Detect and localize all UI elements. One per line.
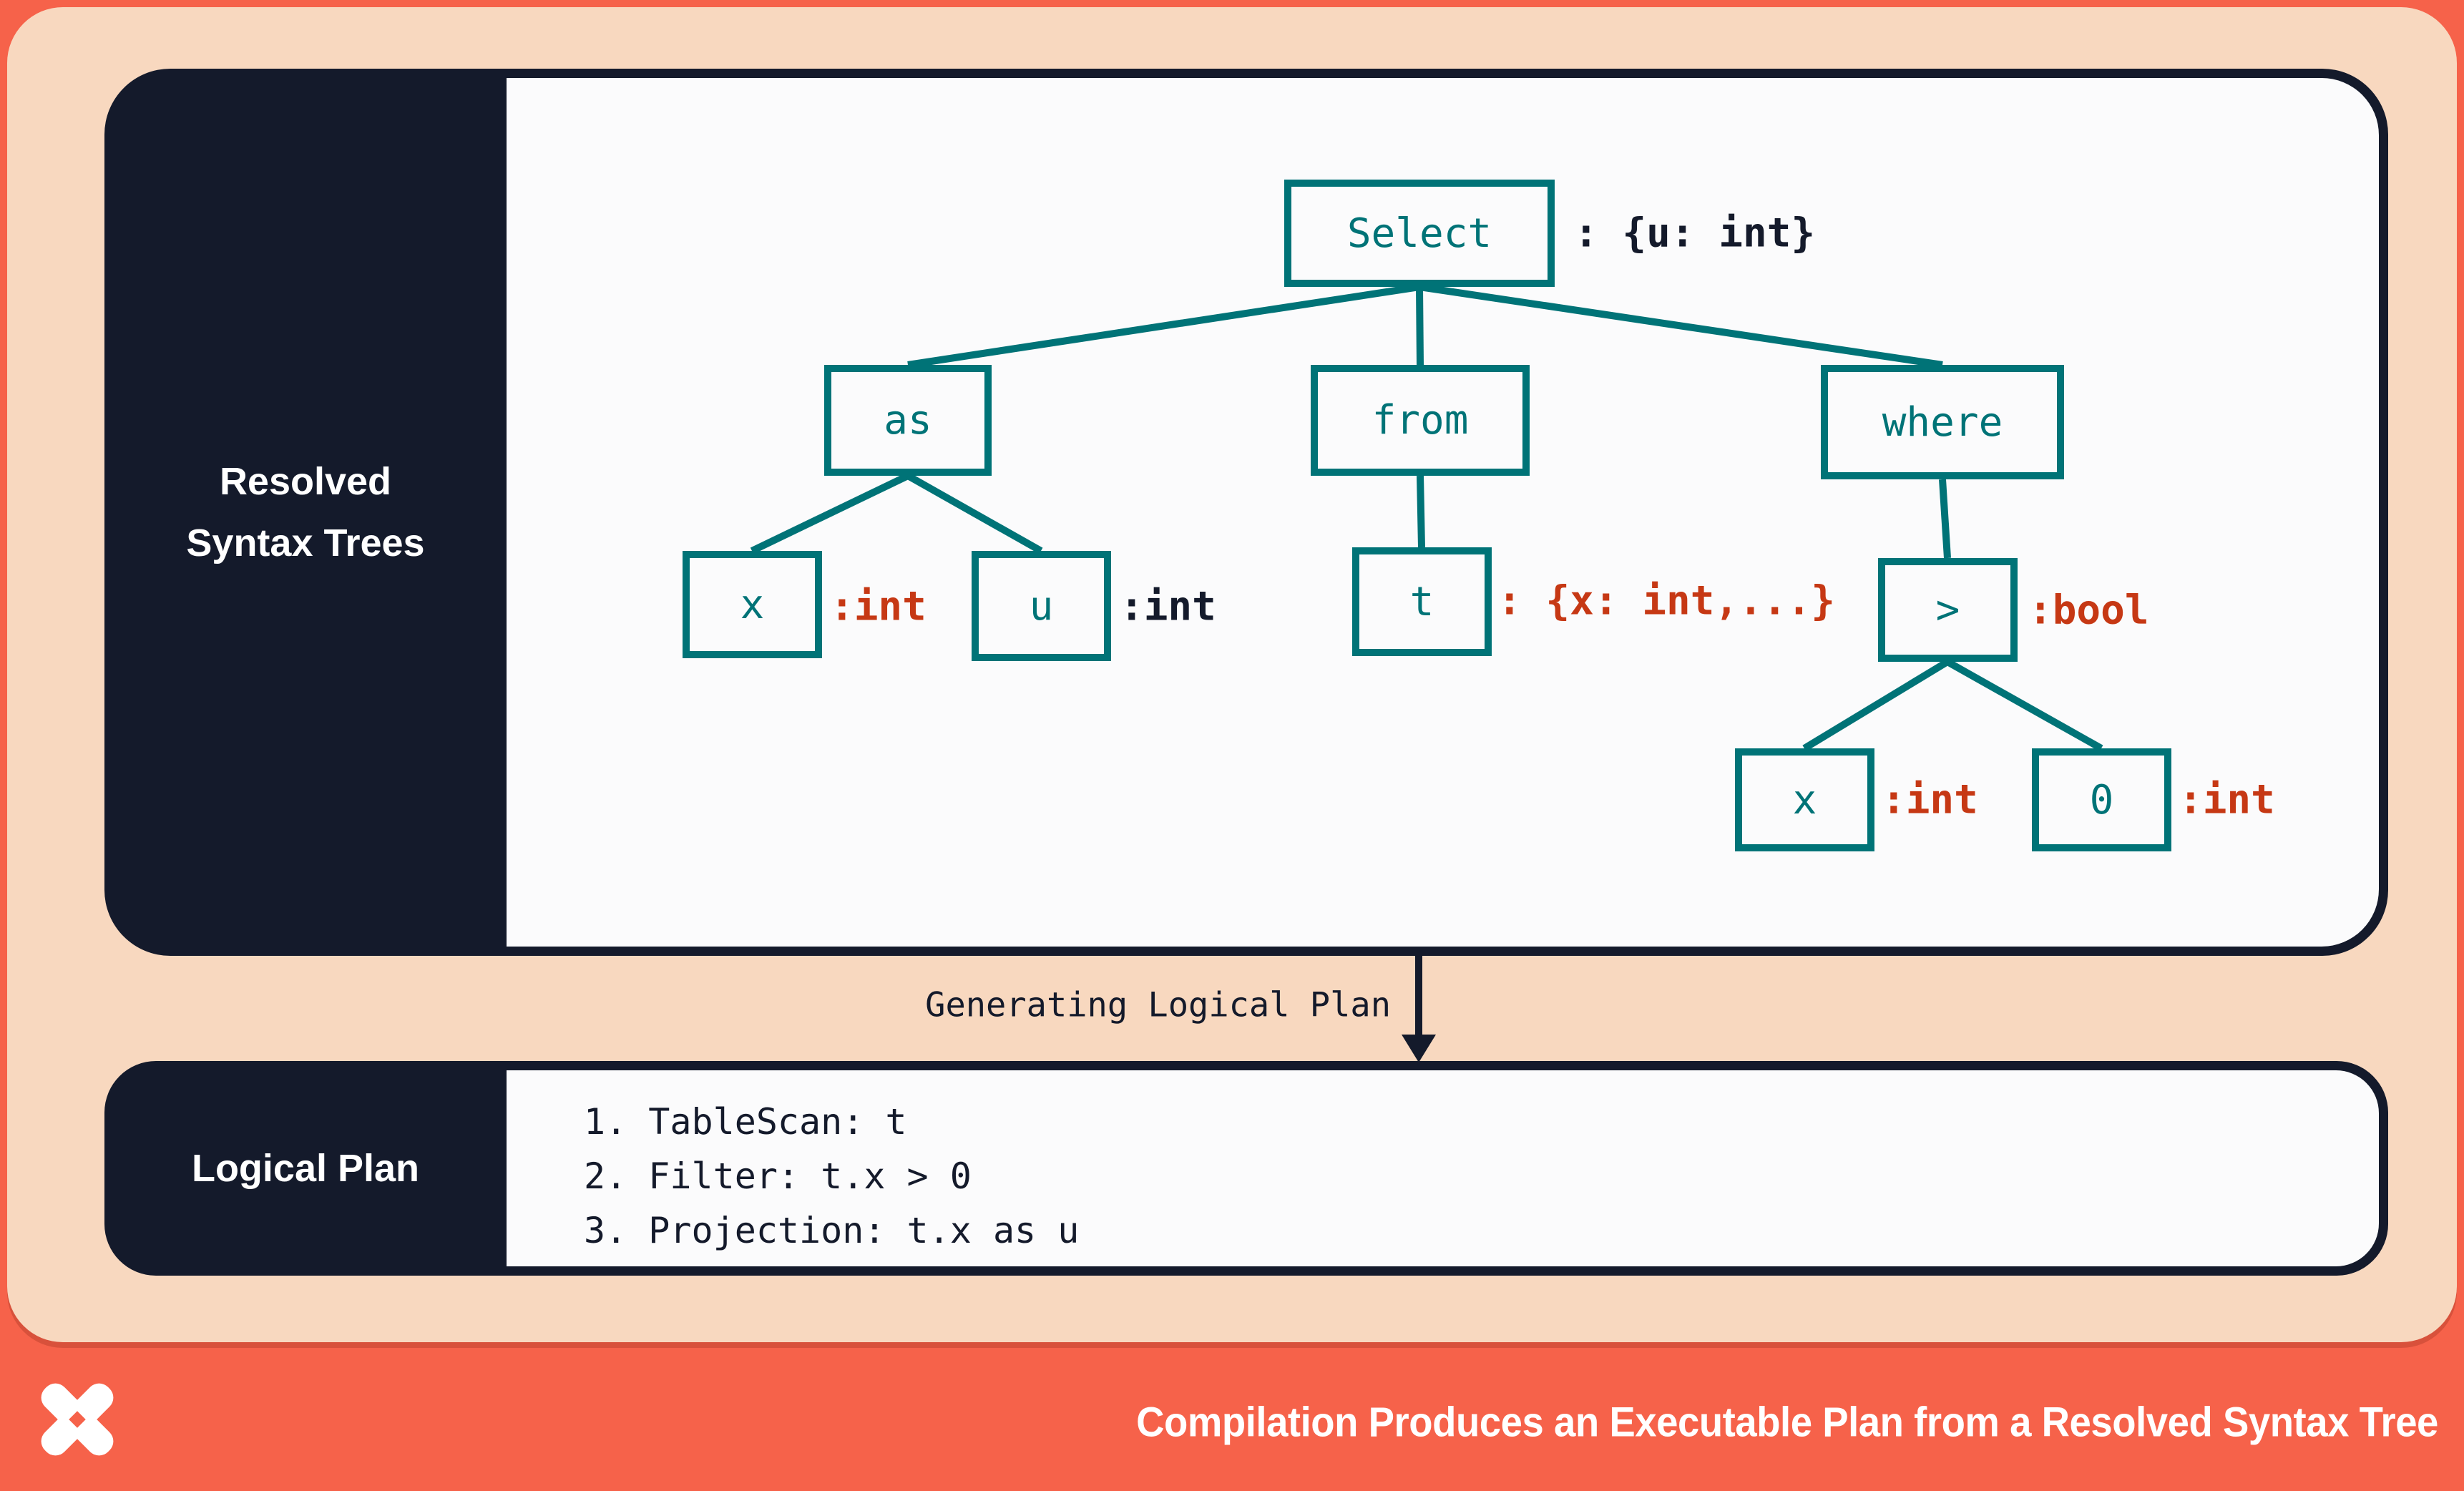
logical-plan-panel: Logical Plan 1. TableScan: t 2. Filter: …	[104, 1061, 2388, 1276]
type-annotation-x-as: :int	[830, 583, 927, 630]
footer-title: Compilation Produces an Executable Plan …	[1136, 1399, 2438, 1446]
tree-node-where-label: where	[1882, 399, 2003, 446]
dozer-pinwheel-logo-icon	[41, 1383, 114, 1456]
tree-node-select-label: Select	[1346, 210, 1492, 257]
type-annotation-greater-than: :bool	[2028, 587, 2149, 634]
resolved-syntax-trees-panel: Resolved Syntax Trees Select : {u: int} …	[104, 69, 2388, 956]
tree-node-where: where	[1821, 365, 2064, 479]
logical-panel-label-text: Logical Plan	[191, 1147, 420, 1190]
logical-panel-label: Logical Plan	[104, 1061, 507, 1276]
logical-plan-content: 1. TableScan: t 2. Filter: t.x > 0 3. Pr…	[507, 1070, 2379, 1266]
tree-edges	[750, 283, 2103, 752]
tree-node-x-where: x	[1735, 748, 1874, 851]
type-annotation-x-where: :int	[1882, 776, 1978, 823]
type-annotation-zero: :int	[2179, 776, 2275, 823]
tree-node-as: as	[824, 365, 992, 476]
logical-plan-step: 2. Filter: t.x > 0	[584, 1155, 972, 1197]
tree-node-zero: 0	[2032, 748, 2171, 851]
tree-node-from: from	[1311, 365, 1530, 476]
tree-node-x-where-label: x	[1792, 776, 1817, 823]
tree-node-u: u	[972, 551, 1111, 661]
logical-plan-step: 3. Projection: t.x as u	[584, 1210, 1080, 1251]
tree-node-x-as: x	[683, 551, 822, 658]
resolved-panel-label-line2: Syntax Trees	[186, 522, 425, 564]
tree-node-greater-than-label: >	[1935, 587, 1960, 633]
resolved-panel-label: Resolved Syntax Trees	[104, 69, 507, 956]
tree-node-select: Select	[1284, 180, 1555, 287]
logical-plan-steps: 1. TableScan: t 2. Filter: t.x > 0 3. Pr…	[584, 1095, 1079, 1258]
tree-node-as-label: as	[884, 397, 932, 444]
logical-plan-step: 1. TableScan: t	[584, 1101, 907, 1143]
tree-node-t-label: t	[1409, 578, 1434, 625]
tree-node-zero-label: 0	[2089, 776, 2114, 823]
tree-node-u-label: u	[1029, 582, 1054, 630]
tree-node-x-as-label: x	[740, 581, 765, 628]
type-annotation-t: : {x: int,...}	[1497, 577, 1836, 625]
tree-node-t: t	[1352, 547, 1492, 656]
tree-node-greater-than: >	[1878, 558, 2018, 662]
down-arrow-icon	[1402, 956, 1436, 1062]
syntax-tree-canvas: Select : {u: int} as from where x :int u…	[507, 78, 2379, 947]
resolved-panel-label-line1: Resolved	[219, 460, 392, 503]
type-annotation-select: : {u: int}	[1574, 210, 1816, 257]
type-annotation-u: :int	[1120, 583, 1216, 630]
transition-label: Generating Logical Plan	[925, 985, 1391, 1025]
tree-node-from-label: from	[1372, 397, 1469, 444]
